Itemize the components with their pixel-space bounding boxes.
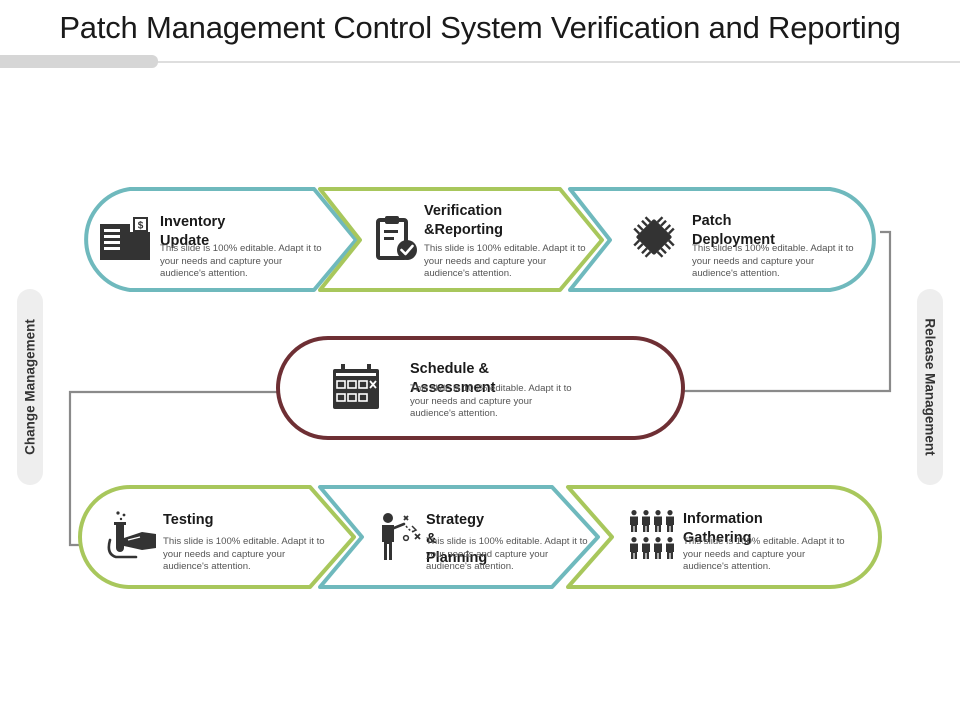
step-title: Verification &Reporting (424, 202, 503, 240)
step-title: Information Gathering (683, 511, 763, 546)
step-description: This slide is 100% editable. Adapt it to… (160, 243, 322, 279)
connector-right (683, 230, 892, 393)
step-title-line-1: Verification (424, 203, 503, 219)
shape-verification (318, 187, 604, 292)
change-management-label: Change Management (22, 319, 38, 455)
step-description: This slide is 100% editable. Adapt it to… (163, 536, 325, 572)
calendar-icon (333, 364, 379, 409)
strategist-icon (382, 513, 421, 560)
microchip-icon (633, 216, 675, 258)
shape-deployment (568, 187, 876, 292)
step-title: Strategy & Planning (426, 512, 488, 566)
title-divider (0, 61, 960, 63)
step-title: Testing (163, 512, 214, 528)
step-description: This slide is 100% editable. Adapt it to… (692, 243, 854, 279)
people-group-icon (630, 510, 674, 559)
title-accent-bar (0, 55, 158, 68)
test-tube-hand-icon (107, 511, 156, 559)
shape-testing (78, 485, 356, 589)
step-description: This slide is 100% editable. Adapt it to… (424, 243, 586, 279)
step-description: This slide is 100% editable. Adapt it to… (410, 383, 572, 419)
connector-left (68, 390, 278, 547)
release-management-label: Release Management (922, 318, 938, 456)
step-title: Schedule & Assessment (410, 361, 496, 396)
svg-text:$: $ (138, 221, 144, 232)
step-title-line-2: &Reporting (424, 222, 503, 238)
step-description: This slide is 100% editable. Adapt it to… (426, 536, 588, 572)
clipboard-check-icon (376, 216, 417, 260)
release-management-tab: Release Management (917, 289, 943, 485)
shape-strategy (318, 485, 600, 589)
step-title: Inventory Update (160, 214, 226, 249)
step-title: Patch Deployment (692, 213, 775, 248)
shape-inventory (84, 187, 358, 292)
building-dollar-icon: $ (100, 217, 150, 260)
step-description: This slide is 100% editable. Adapt it to… (683, 536, 845, 572)
shape-schedule (276, 336, 685, 440)
change-management-tab: Change Management (17, 289, 43, 485)
page-title: Patch Management Control System Verifica… (59, 10, 901, 45)
